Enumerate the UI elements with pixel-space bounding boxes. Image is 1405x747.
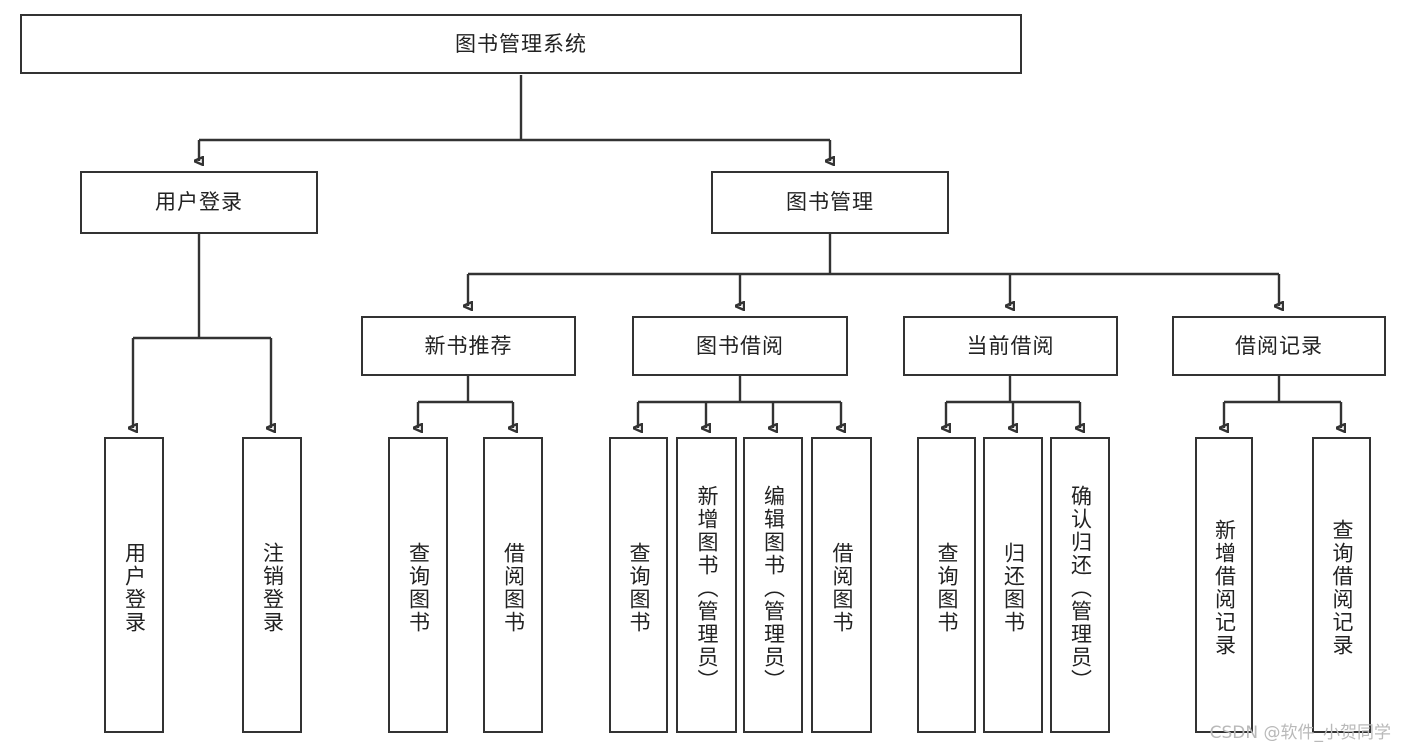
leaf-query-book-current[interactable]: 查询图书 [917,437,976,733]
node-label: 新增借阅记录 [1212,519,1237,657]
leaf-borrow-book-recommend[interactable]: 借阅图书 [483,437,543,733]
node-label: 新增图书（管理员） [695,484,719,692]
node-root-book-management-system[interactable]: 图书管理系统 [20,14,1022,74]
leaf-user-login[interactable]: 用户登录 [104,437,164,733]
leaf-add-book[interactable]: 新增图书（管理员） [676,437,737,733]
node-current-borrow[interactable]: 当前借阅 [903,316,1118,376]
leaf-query-book-recommend[interactable]: 查询图书 [388,437,448,733]
node-label: 用户登录 [155,190,243,215]
node-label: 借阅记录 [1235,333,1323,358]
leaf-confirm-return[interactable]: 确认归还（管理员） [1050,437,1110,733]
leaf-edit-book[interactable]: 编辑图书（管理员） [743,437,803,733]
leaf-user-logout[interactable]: 注销登录 [242,437,302,733]
node-label: 图书管理 [786,190,874,215]
node-label: 当前借阅 [966,333,1055,358]
node-label: 查询图书 [406,542,431,634]
node-label: 查询图书 [627,542,651,634]
node-label: 归还图书 [1001,542,1026,634]
node-book-borrow[interactable]: 图书借阅 [632,316,848,376]
node-label: 用户登录 [122,542,147,634]
node-label: 借阅图书 [501,542,526,634]
csdn-watermark: CSDN @软件_小贺同学 [1209,723,1391,743]
node-label: 确认归还（管理员） [1068,484,1093,692]
node-label: 编辑图书（管理员） [761,484,786,692]
leaf-borrow-book[interactable]: 借阅图书 [811,437,872,733]
node-book-management[interactable]: 图书管理 [711,171,949,234]
node-label: 图书管理系统 [455,31,587,56]
node-borrow-record[interactable]: 借阅记录 [1172,316,1386,376]
node-label: 注销登录 [260,542,285,634]
node-label: 查询图书 [935,542,959,634]
leaf-query-book-borrow[interactable]: 查询图书 [609,437,668,733]
node-new-book-recommend[interactable]: 新书推荐 [361,316,576,376]
leaf-add-borrow-record[interactable]: 新增借阅记录 [1195,437,1253,733]
node-label: 新书推荐 [424,333,513,358]
leaf-query-borrow-record[interactable]: 查询借阅记录 [1312,437,1371,733]
node-label: 图书借阅 [696,333,784,358]
node-label: 查询借阅记录 [1330,519,1354,657]
node-user-login[interactable]: 用户登录 [80,171,318,234]
leaf-return-book[interactable]: 归还图书 [983,437,1043,733]
node-label: 借阅图书 [830,542,854,634]
